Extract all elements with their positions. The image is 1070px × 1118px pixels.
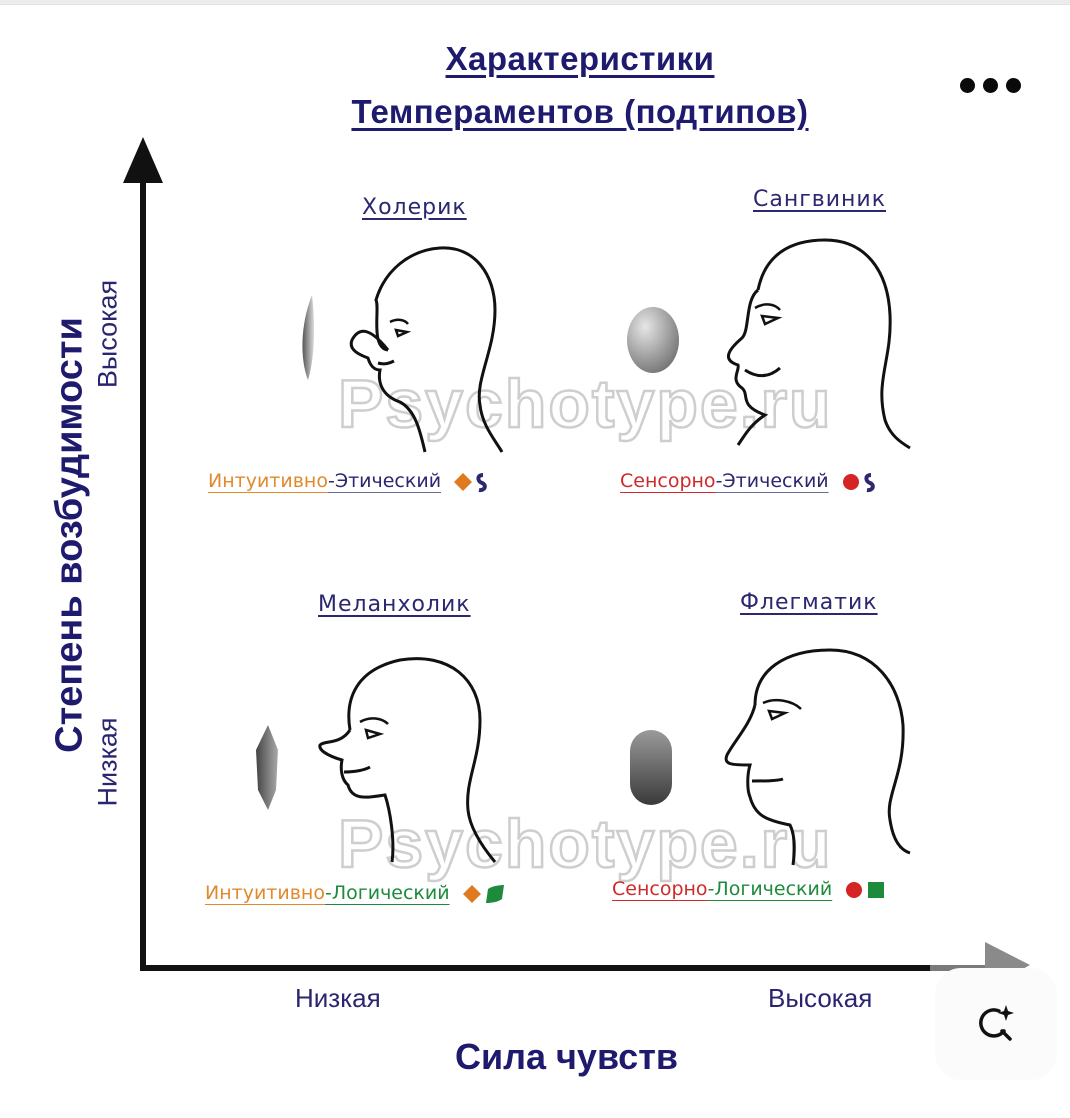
subtype-part-logical: -Логический	[707, 878, 833, 900]
x-tick-low: Низкая	[295, 983, 381, 1013]
visual-search-button[interactable]	[935, 968, 1057, 1080]
visual-search-sparkle-icon	[979, 1005, 1014, 1041]
sanguine-profile-illustration	[627, 238, 911, 450]
watermark: Psychotype.ru	[337, 805, 833, 884]
sensory-ethical-symbols-icon	[842, 472, 875, 492]
quadrant-name-melancholic: Меланхолик	[318, 592, 471, 617]
diagram-title-line-2: Темпераментов (подтипов)	[351, 93, 809, 130]
subtype-part-sensory: Сенсорно	[612, 878, 708, 900]
intuitive-logical-symbols-icon	[462, 884, 504, 903]
more-dot-icon	[960, 78, 975, 93]
x-axis-title: Сила чувств	[455, 1036, 678, 1077]
subtype-part-ethical: -Этический	[327, 470, 442, 492]
subtype-label-intuitive-ethical: Интуитивно-Этический	[208, 470, 493, 496]
capsule-shape-icon	[630, 730, 672, 805]
quadrant-name-choleric: Холерик	[362, 195, 467, 220]
melancholic-profile-illustration	[256, 657, 497, 863]
top-border	[0, 0, 1070, 5]
subtype-label-intuitive-logical: Интуитивно-Логический	[205, 882, 506, 908]
phlegmatic-profile-illustration	[630, 648, 911, 866]
crystal-shape-icon	[256, 725, 278, 810]
more-dot-icon	[1006, 78, 1021, 93]
y-tick-low: Низкая	[92, 717, 123, 807]
more-options-button[interactable]	[960, 78, 1021, 93]
sensory-logical-symbols-icon	[846, 881, 885, 898]
crescent-shape-icon	[302, 295, 315, 380]
subtype-part-intuitive: Интуитивно	[208, 470, 328, 492]
intuitive-ethical-symbols-icon	[454, 472, 487, 492]
choleric-profile-illustration	[302, 246, 504, 453]
subtype-part-sensory: Сенсорно	[620, 470, 716, 492]
subtype-part-ethical: -Этический	[715, 470, 829, 492]
subtype-part-logical: -Логический	[324, 882, 450, 904]
diagram-title-line-1: Характеристики	[445, 40, 715, 77]
subtype-label-sensory-logical: Сенсорно-Логический	[612, 878, 888, 904]
y-axis-title: Степень возбудимости	[48, 317, 91, 753]
quadrant-name-sanguine: Сангвиник	[753, 187, 887, 212]
subtype-part-intuitive: Интуитивно	[205, 882, 325, 904]
x-tick-high: Высокая	[768, 983, 873, 1013]
subtype-label-sensory-ethical: Сенсорно-Этический	[620, 470, 881, 496]
oval-shape-icon	[627, 307, 679, 373]
y-tick-high: Высокая	[92, 279, 123, 389]
more-dot-icon	[983, 78, 998, 93]
quadrant-name-phlegmatic: Флегматик	[740, 590, 878, 615]
